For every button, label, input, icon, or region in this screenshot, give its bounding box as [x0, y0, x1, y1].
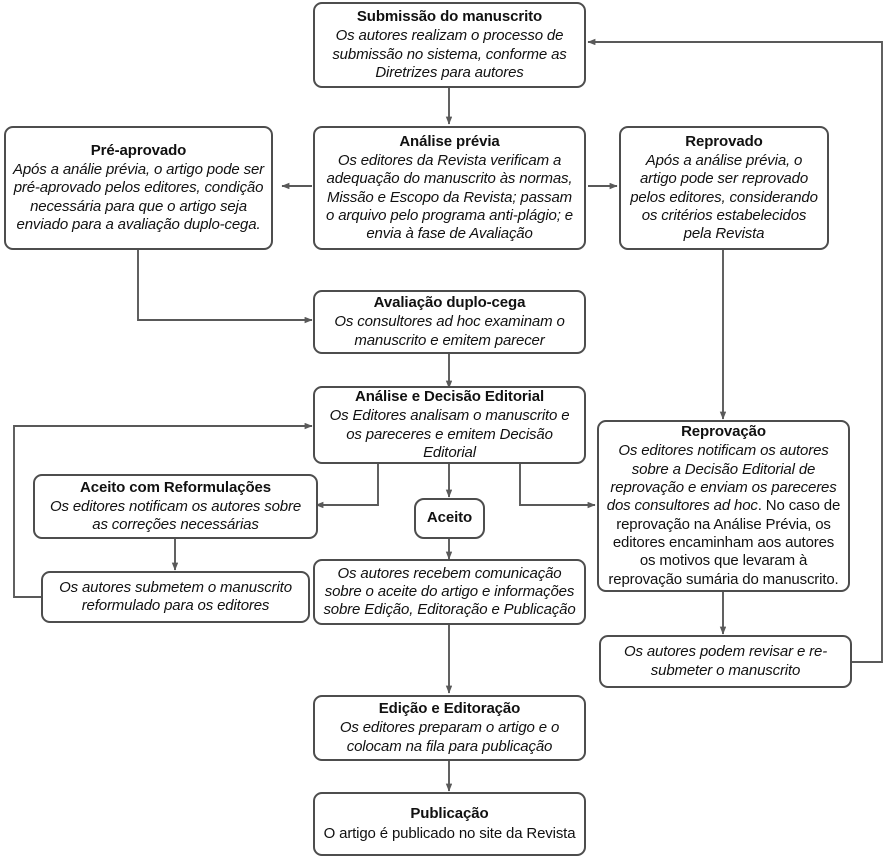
node-body: Após a análise prévia, o artigo pode ser… [630, 151, 818, 243]
node-body: Os editores preparam o artigo e o coloca… [339, 719, 560, 755]
node-reprovacao[interactable]: Reprovação Os editores notificam os auto… [597, 420, 850, 592]
node-body: Os autores recebem comunicação sobre o a… [323, 564, 576, 619]
node-body: Os Editores analisam o manuscrito e os p… [329, 407, 570, 461]
node-autores-submetem-reformulado[interactable]: Os autores submetem o manuscrito reformu… [41, 571, 310, 623]
node-title: Avaliação duplo-cega [373, 294, 526, 312]
node-title: Aceito com Reformulações [80, 478, 271, 496]
edge-analise-decisao-reprovacao [519, 464, 596, 509]
node-title: Reprovação [681, 423, 766, 441]
node-analise-e-decisao-editorial[interactable]: Análise e Decisão Editorial Os Editores … [313, 386, 586, 464]
node-body-roman: . No caso de reprovação na Análise Prévi… [608, 497, 841, 588]
node-body: Após a análie prévia, o artigo pode ser … [13, 161, 264, 233]
node-title: Aceito [426, 509, 473, 527]
node-submissao-do-manuscrito[interactable]: Submissão do manuscrito Os autores reali… [313, 2, 586, 88]
node-title: Análise e Decisão Editorial [354, 387, 545, 405]
node-body: O artigo é publicado no site da Revista [323, 824, 576, 842]
node-body: Os editores da Revista verificam a adequ… [326, 151, 573, 243]
edge-analise-decisao-aceito-reformulacoes [315, 464, 379, 509]
node-reprovado[interactable]: Reprovado Após a análise prévia, o artig… [619, 126, 829, 250]
node-pre-aprovado[interactable]: Pré-aprovado Após a análie prévia, o art… [4, 126, 273, 250]
node-title: Reprovado [685, 132, 763, 150]
node-title: Pré-aprovado [90, 141, 187, 159]
node-body: Os autores submetem o manuscrito reformu… [59, 578, 292, 614]
node-comunicacao-aceite[interactable]: Os autores recebem comunicação sobre o a… [313, 559, 586, 625]
node-title: Submissão do manuscrito [356, 7, 543, 25]
node-body: Os autores podem revisar e re-submeter o… [623, 643, 828, 679]
node-body: Os editores notificam os autores sobre a… [49, 497, 302, 534]
node-edicao-e-editoracao[interactable]: Edição e Editoração Os editores preparam… [313, 695, 586, 761]
node-body: Os consultores ad hoc examinam o manuscr… [334, 313, 565, 349]
node-analise-previa[interactable]: Análise prévia Os editores da Revista ve… [313, 126, 586, 250]
node-autores-revisar-resubmeter[interactable]: Os autores podem revisar e re-submeter o… [599, 635, 852, 688]
node-aceito-com-reformulacoes[interactable]: Aceito com Reformulações Os editores not… [33, 474, 318, 539]
node-title: Análise prévia [399, 132, 500, 150]
node-body: Os autores realizam o processo de submis… [332, 27, 567, 81]
node-title: Publicação [410, 805, 489, 823]
node-publicacao[interactable]: Publicação O artigo é publicado no site … [313, 792, 586, 856]
node-body-mixed: Os editores notificam os autores sobre a… [606, 442, 841, 588]
edge-pre-aprovado-avaliacao [137, 250, 313, 324]
node-avaliacao-duplo-cega[interactable]: Avaliação duplo-cega Os consultores ad h… [313, 290, 586, 354]
node-title: Edição e Editoração [378, 700, 521, 718]
node-aceito[interactable]: Aceito [414, 498, 485, 539]
node-body-italic: Os editores notificam os autores sobre a… [606, 442, 837, 515]
